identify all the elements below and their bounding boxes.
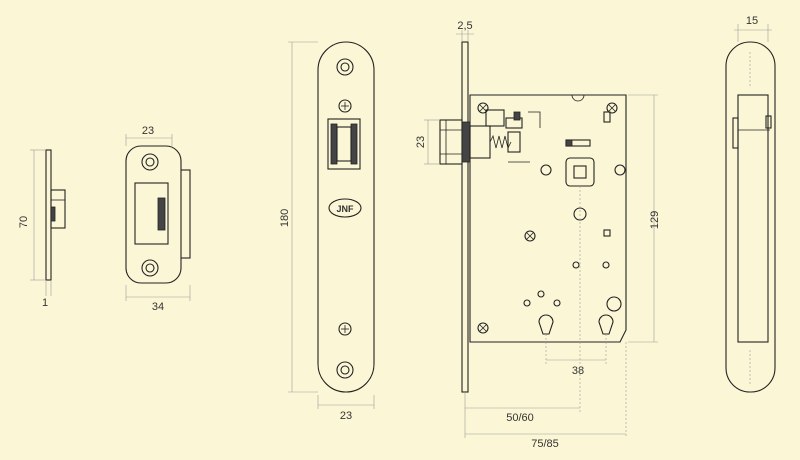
faceplate-latch-opening <box>327 118 361 170</box>
case-height-label: 129 <box>649 211 661 229</box>
case-screw-icon <box>524 230 536 242</box>
key-spacing-label: 38 <box>572 365 584 377</box>
keyhole-icon <box>598 314 614 335</box>
lock-body-side-view: 2,5 23 <box>415 20 661 450</box>
lock-case <box>469 94 627 343</box>
cover-body-outline <box>737 94 769 343</box>
strike-latch-hole <box>134 182 169 245</box>
faceplate-height-label: 180 <box>279 209 291 227</box>
follower-hub <box>565 157 595 187</box>
case-screw-icon <box>477 322 489 334</box>
strike-thickness-label: 1 <box>42 297 48 309</box>
jnf-logo-text: JNF <box>336 204 354 214</box>
faceplate-screw-icon <box>338 322 352 336</box>
latch-height-label: 23 <box>415 136 427 148</box>
strike-height-label: 70 <box>18 216 30 228</box>
backset-label: 50/60 <box>506 412 534 424</box>
jnf-logo <box>328 198 362 218</box>
keyhole-icon <box>538 314 554 335</box>
lock-faceplate-edge <box>461 41 469 393</box>
strike-plate-side-view: 70 1 <box>18 149 66 309</box>
lock-cover-edge-view: 15 <box>725 15 776 393</box>
faceplate-front-view: JNF 180 23 <box>279 41 375 422</box>
case-screw-icon <box>606 102 618 114</box>
latch-bolt <box>439 119 463 165</box>
case-screw-icon <box>477 102 489 114</box>
cover-width-label: 15 <box>746 15 758 27</box>
strike-side-plate <box>45 149 52 281</box>
strike-plate-front-view: 23 34 <box>125 125 191 313</box>
faceplate-thickness-label: 2,5 <box>457 20 472 32</box>
case-depth-label: 75/85 <box>531 438 559 450</box>
faceplate-screw-icon <box>338 99 352 113</box>
strike-plate-body <box>125 145 182 284</box>
strike-width-label: 23 <box>142 125 154 137</box>
strike-length-label: 34 <box>152 301 164 313</box>
faceplate-width-label: 23 <box>340 410 352 422</box>
